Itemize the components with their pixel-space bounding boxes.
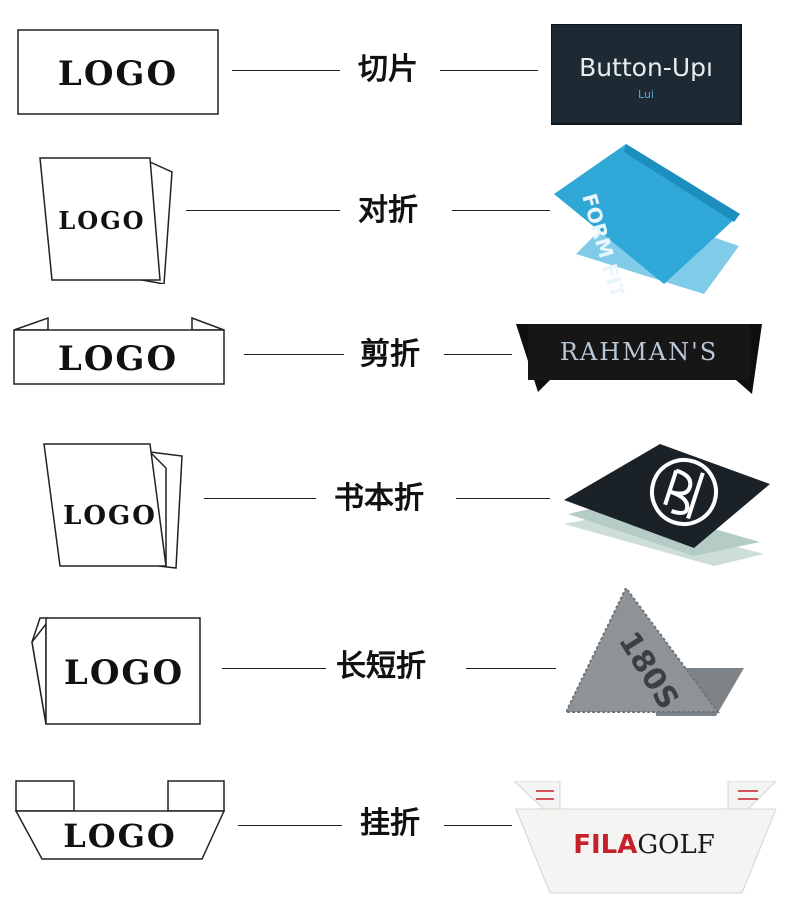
- fold-type-label: 剪折: [360, 337, 420, 372]
- fold-type-label: 切片: [358, 52, 418, 87]
- connector-left: [232, 70, 340, 71]
- row-center-fold: LOGO 对折 FORM FIT: [0, 144, 790, 301]
- logo-text: LOGO: [58, 339, 178, 379]
- sample-sub-text: Lui: [638, 88, 654, 101]
- fold-type-label: 书本折: [334, 481, 424, 516]
- connector-right: [452, 210, 550, 211]
- connector-right: [466, 668, 556, 669]
- connector-right: [440, 70, 538, 71]
- fold-type-label: 挂折: [360, 806, 420, 841]
- sample-brand-text: RAHMAN'S: [560, 338, 718, 366]
- sample-cut-label: Button-Upı Lui: [550, 23, 743, 130]
- row-book-fold: LOGO 书本折: [0, 430, 790, 580]
- center-fold-diagram: LOGO: [38, 156, 178, 284]
- connector-right: [444, 354, 512, 355]
- connector-right: [456, 498, 550, 499]
- connector-right: [444, 825, 512, 826]
- row-end-fold: LOGO 剪折 RAHMAN'S: [0, 290, 790, 430]
- logo-text: LOGO: [63, 817, 177, 855]
- end-fold-diagram: LOGO: [12, 316, 228, 388]
- sample-long-short-fold: 180S: [564, 586, 746, 728]
- loop-fold-diagram: LOGO: [12, 779, 228, 863]
- row-long-short-fold: LOGO 长短折 180S: [0, 580, 790, 745]
- logo-text: LOGO: [64, 653, 184, 693]
- sample-book-fold: [564, 444, 774, 570]
- sample-center-fold: FORM FIT: [554, 144, 744, 301]
- cut-label-diagram: LOGO: [16, 28, 222, 118]
- svg-text:FILAGOLF: FILAGOLF: [573, 830, 715, 860]
- logo-text: LOGO: [58, 54, 178, 94]
- connector-left: [222, 668, 326, 669]
- sample-brand-red-text: FILA: [573, 830, 637, 860]
- connector-left: [238, 825, 342, 826]
- connector-left: [204, 498, 316, 499]
- sample-end-fold: RAHMAN'S: [516, 320, 766, 400]
- connector-left: [244, 354, 344, 355]
- logo-text: LOGO: [58, 206, 145, 235]
- monogram-logo: [650, 458, 718, 526]
- fold-type-label: 长短折: [336, 649, 426, 684]
- fold-type-label: 对折: [358, 193, 418, 228]
- connector-left: [186, 210, 340, 211]
- logo-text: LOGO: [63, 501, 157, 531]
- book-fold-diagram: LOGO: [40, 440, 186, 572]
- long-short-fold-diagram: LOGO: [28, 612, 204, 730]
- sample-brand-text: Button-Upı: [579, 53, 713, 82]
- sample-loop-fold: FILAGOLF: [512, 780, 778, 901]
- row-loop-fold: LOGO 挂折 FILAGOLF: [0, 745, 790, 910]
- row-cut-label: LOGO 切片 Button-Upı Lui: [0, 0, 790, 150]
- sample-brand-dark-text: GOLF: [637, 830, 714, 860]
